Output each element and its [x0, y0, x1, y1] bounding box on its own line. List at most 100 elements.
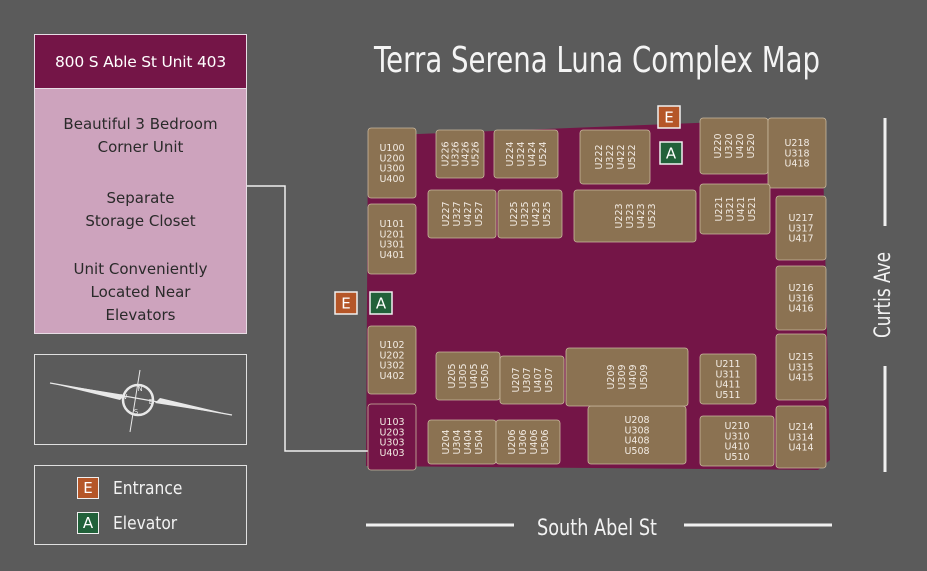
unit-block-u209[interactable]: [565, 347, 689, 407]
compass-s: S: [134, 408, 139, 416]
east-street-label: Curtis Ave: [871, 252, 896, 338]
unit-label-u221-3: U521: [747, 196, 758, 221]
unit-label-u227-1: U327: [452, 201, 463, 226]
unit-label-u221-0: U221: [714, 196, 725, 221]
unit-label-u207-2: U407: [533, 367, 544, 392]
compass-e: E: [149, 398, 153, 406]
entrance-left-symbol: E: [341, 295, 350, 313]
unit-label-u205-0: U205: [447, 363, 458, 388]
unit-block-u218[interactable]: [767, 117, 827, 189]
unit-label-u204-2: U404: [463, 429, 474, 454]
unit-block-u210[interactable]: [699, 415, 775, 467]
unit-label-u209-3: U509: [639, 364, 650, 389]
unit-label-u222-1: U322: [605, 144, 616, 169]
unit-features: Beautiful 3 Bedroom Corner Unit Separate…: [35, 89, 246, 333]
unit-block-u223[interactable]: [573, 189, 697, 243]
unit-label-u223-0: U223: [614, 203, 625, 228]
unit-label-u220-3: U520: [746, 133, 757, 158]
unit-block-u222[interactable]: [579, 129, 651, 185]
unit-block-u216[interactable]: [775, 265, 827, 331]
compass-needle-east: [155, 398, 232, 415]
unit-block-u227[interactable]: [427, 189, 497, 239]
unit-block-u226[interactable]: [435, 129, 485, 179]
entrance-top-box: [657, 105, 681, 129]
entrance-left-box: [334, 291, 358, 315]
unit-block-u217[interactable]: [775, 195, 827, 261]
unit-label-u220-0: U220: [713, 133, 724, 158]
unit-block-u103[interactable]: [367, 403, 417, 471]
unit-label-u206-3: U506: [540, 429, 551, 454]
unit-label-u224-0: U224: [505, 141, 516, 166]
compass-needle-west: [50, 383, 125, 400]
unit-label-u225-0: U225: [509, 201, 520, 226]
map-title: Terra Serena Luna Complex Map: [373, 40, 820, 81]
unit-label-u226-2: U426: [460, 141, 471, 166]
unit-block-u100[interactable]: [367, 127, 417, 199]
entrance-left-marker: E: [334, 291, 358, 315]
unit-label-u223-2: U423: [636, 203, 647, 228]
unit-block-u207[interactable]: [499, 355, 565, 405]
south-street-label: South Abel St: [537, 516, 657, 541]
unit-block-u101[interactable]: [367, 203, 417, 275]
unit-block-u102[interactable]: [367, 325, 417, 395]
unit-label-u207-3: U507: [544, 367, 555, 392]
elevator-left-box: [369, 291, 393, 315]
unit-block-u224[interactable]: [493, 129, 559, 179]
unit-block-u221[interactable]: [699, 183, 771, 235]
unit-block-u214[interactable]: [775, 405, 827, 469]
unit-label-u227-0: U227: [441, 201, 452, 226]
unit-label-u205-1: U305: [458, 363, 469, 388]
compass-n: N: [137, 385, 142, 393]
unit-label-u207-0: U207: [511, 367, 522, 392]
elevator-top-symbol: A: [666, 145, 677, 163]
unit-block-u206[interactable]: [495, 419, 561, 465]
unit-label-u209-1: U309: [617, 364, 628, 389]
unit-label-u205-3: U505: [480, 363, 491, 388]
unit-label-u225-1: U325: [520, 201, 531, 226]
unit-block-u225[interactable]: [497, 189, 563, 239]
elevator-top-box: [659, 141, 683, 165]
unit-label-u207-1: U307: [522, 367, 533, 392]
elevator-top-marker: A: [659, 141, 683, 165]
unit-block-u215[interactable]: [775, 333, 827, 401]
feature-elevators: Unit Conveniently Located Near Elevators: [73, 260, 208, 324]
legend: E Entrance A Elevator: [34, 465, 247, 545]
unit-label-u224-3: U524: [538, 141, 549, 166]
entrance-top-symbol: E: [664, 109, 673, 127]
unit-block-u211[interactable]: [699, 353, 757, 405]
